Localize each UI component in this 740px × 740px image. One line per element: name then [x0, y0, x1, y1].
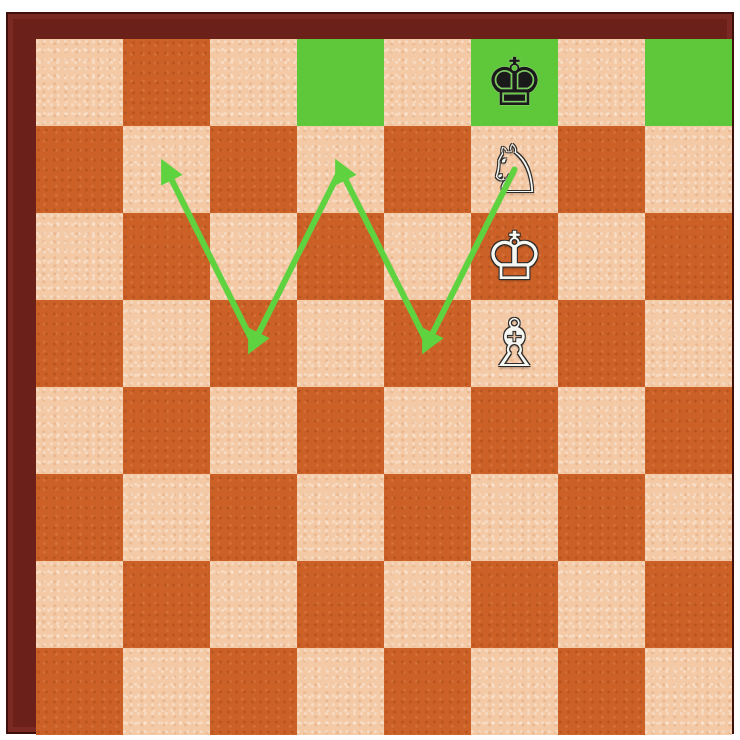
board-frame: ♚♘♔♗	[6, 12, 734, 734]
square-b2[interactable]	[123, 561, 210, 648]
square-e2[interactable]	[384, 561, 471, 648]
square-g5[interactable]	[558, 300, 645, 387]
square-h4[interactable]	[645, 387, 732, 474]
square-h7[interactable]	[645, 126, 732, 213]
square-a5[interactable]	[36, 300, 123, 387]
square-b7[interactable]	[123, 126, 210, 213]
square-g1[interactable]	[558, 648, 645, 735]
square-g3[interactable]	[558, 474, 645, 561]
square-e5[interactable]	[384, 300, 471, 387]
square-a7[interactable]	[36, 126, 123, 213]
square-g6[interactable]	[558, 213, 645, 300]
square-d1[interactable]	[297, 648, 384, 735]
square-c3[interactable]	[210, 474, 297, 561]
square-c1[interactable]	[210, 648, 297, 735]
square-a3[interactable]	[36, 474, 123, 561]
square-b4[interactable]	[123, 387, 210, 474]
square-b5[interactable]	[123, 300, 210, 387]
square-h8[interactable]	[645, 39, 732, 126]
white-bishop-icon[interactable]: ♗	[471, 300, 558, 387]
square-f8[interactable]: ♚	[471, 39, 558, 126]
square-b6[interactable]	[123, 213, 210, 300]
square-d8[interactable]	[297, 39, 384, 126]
square-e6[interactable]	[384, 213, 471, 300]
square-h3[interactable]	[645, 474, 732, 561]
white-knight-icon[interactable]: ♘	[471, 126, 558, 213]
square-f5[interactable]: ♗	[471, 300, 558, 387]
square-h5[interactable]	[645, 300, 732, 387]
square-c5[interactable]	[210, 300, 297, 387]
square-f4[interactable]	[471, 387, 558, 474]
square-e7[interactable]	[384, 126, 471, 213]
square-f1[interactable]	[471, 648, 558, 735]
square-a6[interactable]	[36, 213, 123, 300]
square-f6[interactable]: ♔	[471, 213, 558, 300]
square-a8[interactable]	[36, 39, 123, 126]
square-b8[interactable]	[123, 39, 210, 126]
square-e1[interactable]	[384, 648, 471, 735]
chess-board[interactable]: ♚♘♔♗	[36, 39, 732, 735]
square-f3[interactable]	[471, 474, 558, 561]
square-h2[interactable]	[645, 561, 732, 648]
square-f2[interactable]	[471, 561, 558, 648]
square-g8[interactable]	[558, 39, 645, 126]
square-a4[interactable]	[36, 387, 123, 474]
square-e3[interactable]	[384, 474, 471, 561]
black-king-icon[interactable]: ♚	[471, 39, 558, 126]
square-g2[interactable]	[558, 561, 645, 648]
square-c8[interactable]	[210, 39, 297, 126]
square-c4[interactable]	[210, 387, 297, 474]
square-g7[interactable]	[558, 126, 645, 213]
square-f7[interactable]: ♘	[471, 126, 558, 213]
white-king-icon[interactable]: ♔	[471, 213, 558, 300]
square-d6[interactable]	[297, 213, 384, 300]
square-d5[interactable]	[297, 300, 384, 387]
square-h6[interactable]	[645, 213, 732, 300]
square-b1[interactable]	[123, 648, 210, 735]
square-d7[interactable]	[297, 126, 384, 213]
square-c7[interactable]	[210, 126, 297, 213]
square-b3[interactable]	[123, 474, 210, 561]
square-g4[interactable]	[558, 387, 645, 474]
square-c6[interactable]	[210, 213, 297, 300]
square-c2[interactable]	[210, 561, 297, 648]
square-e8[interactable]	[384, 39, 471, 126]
square-a2[interactable]	[36, 561, 123, 648]
square-d2[interactable]	[297, 561, 384, 648]
square-d4[interactable]	[297, 387, 384, 474]
square-h1[interactable]	[645, 648, 732, 735]
square-e4[interactable]	[384, 387, 471, 474]
square-a1[interactable]	[36, 648, 123, 735]
square-d3[interactable]	[297, 474, 384, 561]
